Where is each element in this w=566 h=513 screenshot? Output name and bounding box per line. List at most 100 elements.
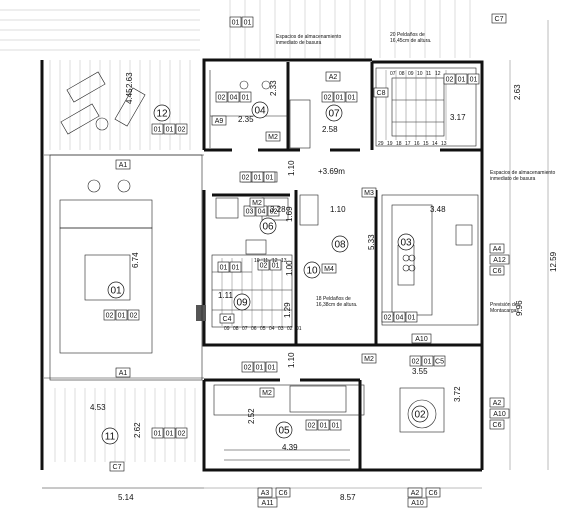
hall-lower-tags-value: 01	[256, 365, 264, 372]
dim-d1259: 12.59	[549, 251, 558, 272]
code-C7_b-text: C7	[113, 464, 122, 471]
stair-top-step: 17	[405, 141, 411, 147]
hall-upper-tags-value: 02	[242, 175, 250, 182]
room-10-tags-value: 02	[260, 263, 268, 270]
room-01-tags-value: 02	[106, 313, 114, 320]
stair-mid-step: 11	[263, 258, 268, 264]
code-M2_c: M2	[361, 353, 377, 364]
room-07-number: 07	[325, 104, 343, 122]
dim-d355: 3.55	[412, 367, 428, 376]
room-07-number-text: 07	[328, 109, 340, 120]
room-09-number: 09	[233, 293, 251, 311]
code-A4: A4	[489, 243, 505, 254]
dim-d263a: 2.63	[125, 72, 134, 88]
code-A10_r: A10	[489, 408, 510, 419]
furniture	[60, 71, 437, 429]
stair-mid-step: 04	[269, 326, 275, 332]
dim-d514: 5.14	[118, 493, 134, 502]
top-tags-value: 01	[244, 20, 252, 27]
code-A10_a: A10	[411, 333, 432, 344]
dim-d233: 2.33	[269, 80, 278, 96]
room-02-number: 02	[411, 405, 429, 423]
room-02-tags-value: 01	[424, 359, 432, 366]
code-A12: A12	[489, 254, 510, 265]
dim-d263b: 2.63	[513, 84, 522, 100]
stair-mid-step: 06	[251, 326, 257, 332]
stair-mid-step: 01	[296, 326, 302, 332]
stair-top-step: 18	[396, 141, 402, 147]
code-A11: A11	[257, 497, 278, 508]
room-05-number: 05	[275, 421, 293, 439]
stair-top-step: 13	[441, 141, 447, 147]
note-n4a: 18 Peldaños de	[316, 296, 351, 302]
code-A10_r-text: A10	[493, 411, 506, 418]
stair-steps	[221, 70, 447, 326]
code-A1_a-text: A1	[119, 162, 128, 169]
room-01-number: 01	[107, 281, 125, 299]
note-n5b: Montacargas	[490, 308, 519, 314]
code-M2_a: M2	[265, 131, 281, 142]
code-M4-text: M4	[324, 266, 334, 273]
room-02-tags-value: C5	[435, 359, 444, 366]
room-05-tags-value: 02	[308, 423, 316, 430]
note-n5a: Previsión de	[490, 302, 518, 308]
code-C8-text: C8	[377, 90, 386, 97]
room-10-tags: 02 01	[257, 259, 282, 271]
room-10-tags-value: 01	[272, 263, 280, 270]
room-11-number-text: 11	[105, 432, 116, 443]
room-05-number-text: 05	[278, 426, 290, 437]
room-06-tags-value: 03	[246, 209, 254, 216]
room-12-number-text: 12	[156, 109, 168, 120]
room-01-area: 6.74	[131, 252, 140, 268]
stair-mid-step: 12	[272, 258, 278, 264]
note-n2a: 20 Peldaños de	[390, 32, 425, 38]
stair-top-step: 29	[378, 141, 384, 147]
code-C7_b: C7	[109, 461, 125, 472]
room-05-tags-value: 01	[332, 423, 340, 430]
room-06-tags-value: 04	[258, 209, 266, 216]
stair-mid-step: 09	[224, 326, 230, 332]
code-C6_b2-text: C6	[429, 490, 438, 497]
code-A2_top: A2	[325, 71, 341, 82]
code-C6_r2-text: C6	[493, 422, 502, 429]
room-04-area: 2.35	[238, 115, 254, 124]
stair-mid-step: 05	[260, 326, 266, 332]
room-07-area: 2.58	[322, 125, 338, 134]
code-C6_b-text: C6	[279, 490, 288, 497]
room-03-number: 03	[397, 233, 415, 251]
stair-top-step: 11	[426, 71, 431, 77]
room-04-number-text: 04	[254, 106, 266, 117]
room-05-area: 4.39	[282, 443, 298, 452]
note-n1b: inmediato de basura	[276, 40, 322, 46]
room-10-area: 1.00	[285, 260, 294, 276]
room-06-tags-value: 02	[270, 209, 278, 216]
code-M2_b-text: M2	[252, 200, 262, 207]
code-A2_top-text: A2	[329, 74, 338, 81]
room-03-number-text: 03	[400, 238, 412, 249]
dim-d996: 9.96	[515, 300, 524, 316]
room-08-area: 5.33	[367, 234, 376, 250]
hall-lower-tags-value: 01	[268, 365, 276, 372]
room-11-number: 11	[101, 427, 119, 445]
stair-top-step: 09	[408, 71, 414, 77]
room-02-number-text: 02	[414, 410, 426, 421]
room-09-area: 1.11	[218, 291, 234, 300]
room-04-number: 04	[251, 101, 269, 119]
code-A1_a: A1	[115, 159, 131, 170]
room-06-number: 06	[259, 217, 277, 235]
code-A2_r: A2	[489, 397, 505, 408]
stair-mid-step: 13	[281, 258, 287, 264]
code-C7_top-text: C7	[495, 16, 504, 23]
dim-d317: 3.17	[450, 113, 466, 122]
code-C6_r: C6	[489, 265, 505, 276]
room-12-tags-value: 01	[154, 127, 162, 134]
code-A4-text: A4	[493, 246, 502, 253]
